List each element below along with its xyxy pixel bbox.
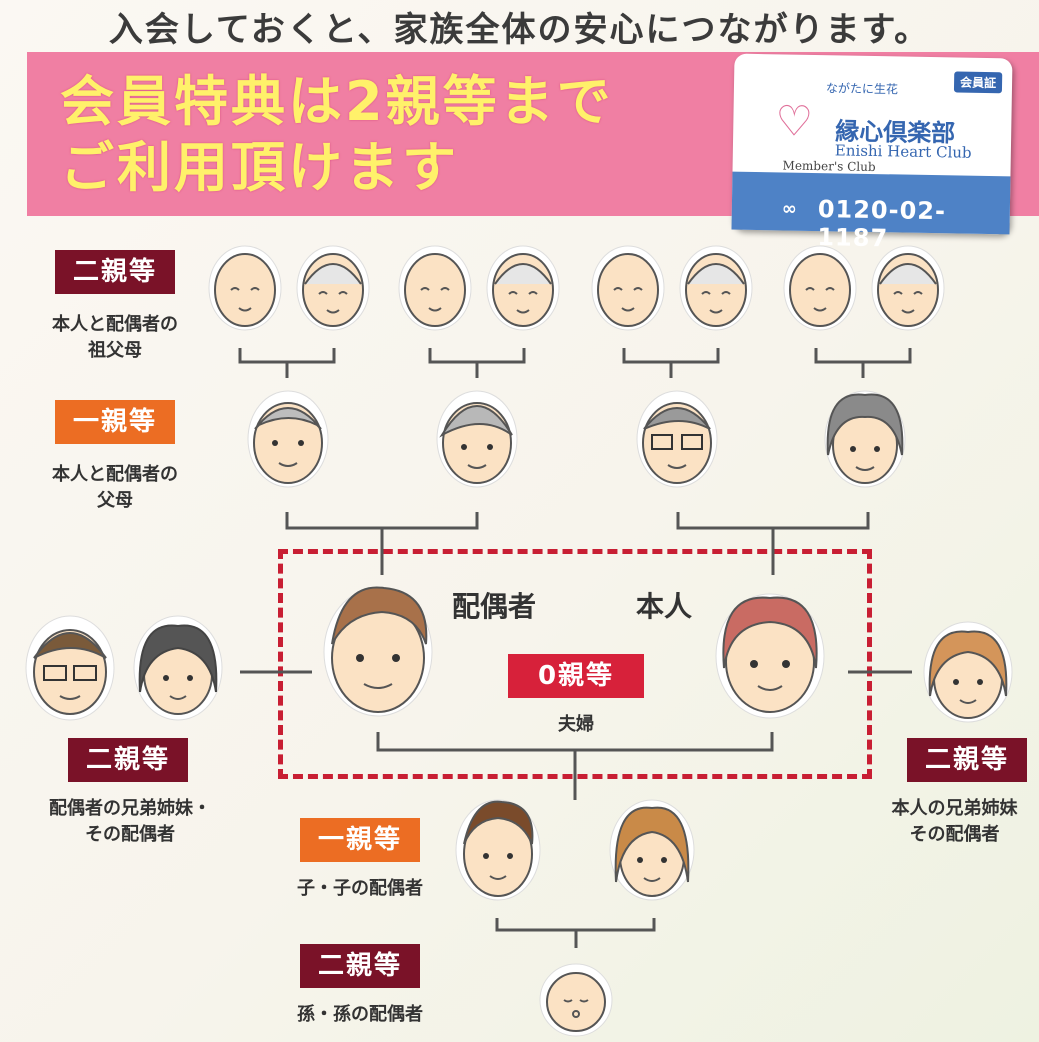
grandmother-face-2 <box>486 245 560 331</box>
desc-grandparents-2: 祖父母 <box>88 340 142 361</box>
desc-couple: 夫婦 <box>558 714 594 735</box>
desc-children: 子・子の配偶者 <box>297 878 423 899</box>
banner-line-2: ご利用頂けます <box>60 136 459 199</box>
desc-spouse-siblings-1: 配偶者の兄弟姉妹・ <box>49 798 211 819</box>
grandfather-face-3 <box>591 245 665 331</box>
child-female-face <box>609 799 695 901</box>
grandfather-face-1 <box>208 245 282 331</box>
label-self: 本人 <box>636 590 693 623</box>
label-self-siblings: 二親等 <box>907 738 1027 782</box>
grandmother-face-1 <box>296 245 370 331</box>
desc-grandparents-1: 本人と配偶者の <box>52 314 178 335</box>
grandmother-face-4 <box>871 245 945 331</box>
label-grandchildren: 二親等 <box>300 944 420 988</box>
grandfather-face-2 <box>398 245 472 331</box>
father-face-spouse <box>247 390 329 488</box>
spouse-face <box>323 586 433 717</box>
grandmother-face-3 <box>679 245 753 331</box>
tagline: 入会しておくと、家族全体の安心につながります。 <box>108 10 931 50</box>
grandfather-face-4 <box>783 245 857 331</box>
self-face <box>715 593 825 719</box>
banner-line-1: 会員特典は2親等まで <box>60 70 614 133</box>
label-couple: 0親等 <box>508 654 644 698</box>
desc-spouse-siblings-2: その配偶者 <box>85 824 175 845</box>
child-male-face <box>455 799 541 901</box>
spouse-sibling-male-face <box>25 615 115 721</box>
mother-face-self <box>824 390 906 488</box>
father-face-self <box>636 390 718 488</box>
label-spouse-siblings: 二親等 <box>68 738 188 782</box>
grandchild-face <box>539 963 613 1037</box>
desc-self-siblings-2: その配偶者 <box>909 824 1000 845</box>
label-children: 一親等 <box>300 818 420 862</box>
desc-grandchildren: 孫・孫の配偶者 <box>297 1004 423 1025</box>
desc-parents-2: 父母 <box>97 490 133 511</box>
label-spouse: 配偶者 <box>452 590 537 623</box>
desc-self-siblings-1: 本人の兄弟姉妹 <box>891 798 1018 819</box>
label-parents: 一親等 <box>55 400 175 444</box>
self-sibling-face <box>923 621 1013 723</box>
label-grandparents: 二親等 <box>55 250 175 294</box>
mother-face-spouse <box>436 390 518 488</box>
spouse-sibling-female-face <box>133 615 223 721</box>
desc-parents-1: 本人と配偶者の <box>52 464 178 485</box>
